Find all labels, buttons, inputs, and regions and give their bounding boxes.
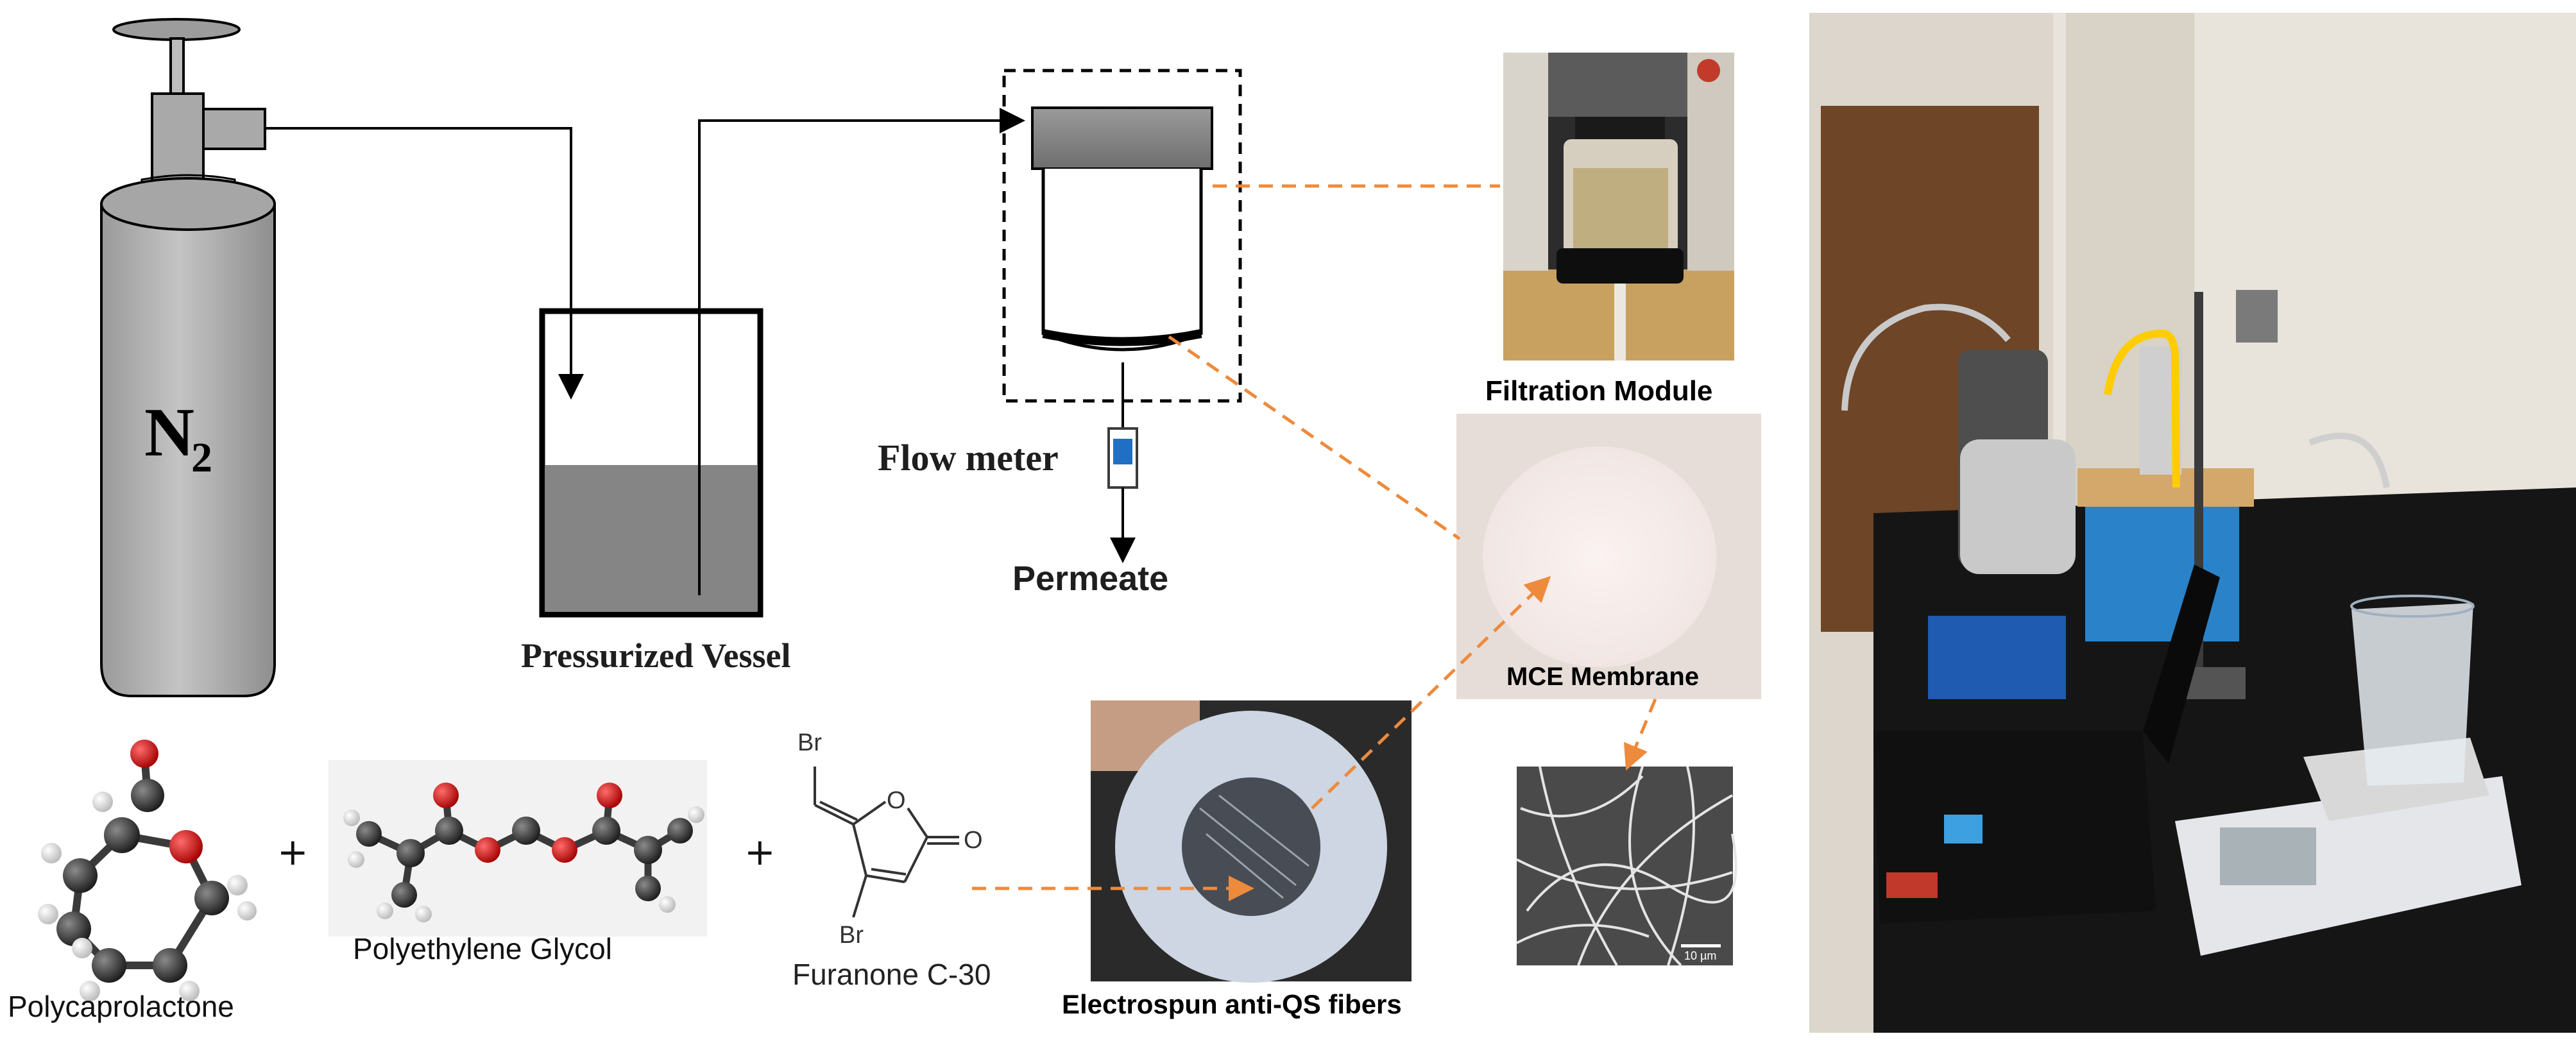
furanone-br-top: Br <box>798 729 822 756</box>
membrane-to-mce-connector <box>1168 335 1461 541</box>
pressurized-vessel-label: Pressurized Vessel <box>521 636 790 675</box>
mce-to-sem-arrow <box>1623 699 1657 771</box>
gas-symbol: N <box>144 394 194 471</box>
vessel-liquid <box>545 465 757 611</box>
furanone-label: Furanone C-30 <box>792 958 991 991</box>
furanone-structure <box>814 767 959 918</box>
cell-lid <box>1031 106 1213 170</box>
cylinder-valve-body <box>151 92 205 185</box>
flow-meter-label: Flow meter <box>878 437 1059 479</box>
peg-label: Polyethylene Glycol <box>353 932 612 965</box>
lab-setup-photo <box>1809 13 2576 1033</box>
filtration-module-photo <box>1503 53 1734 360</box>
cylinder-outlet <box>202 108 266 150</box>
nitrogen-cylinder <box>100 18 276 697</box>
gas-line-arrow <box>265 127 584 400</box>
mce-membrane-label: MCE Membrane <box>1506 663 1699 691</box>
furanone-ring-oxygen: O <box>887 787 906 814</box>
filtration-module-label: Filtration Module <box>1485 375 1712 407</box>
sem-scale-bar-label: 10 µm <box>1684 949 1716 962</box>
electrospun-disc-photo <box>1091 700 1412 983</box>
electrospun-label: Electrospun anti-QS fibers <box>1062 989 1402 1019</box>
peg-model <box>328 760 707 937</box>
cylinder-valve-handle <box>112 18 241 41</box>
polycaprolactone-model <box>38 740 257 1001</box>
furanone-br-bottom: Br <box>839 922 864 949</box>
permeate-label: Permeate <box>1012 559 1168 598</box>
plus-sign-1: + <box>277 830 309 874</box>
filtration-cell <box>1031 106 1213 352</box>
furanone-carbonyl-oxygen: O <box>964 827 983 854</box>
mce-membrane-photo <box>1456 414 1761 699</box>
gas-subscript: 2 <box>191 434 212 481</box>
sem-fiber-image <box>1516 766 1737 967</box>
polycaprolactone-label: Polycaprolactone <box>8 990 234 1023</box>
plus-sign-2: + <box>744 830 776 874</box>
disc-to-mce-arrow <box>1311 576 1551 810</box>
cell-membrane-line <box>1042 329 1202 346</box>
liquid-feed-arrow <box>698 108 1025 595</box>
pressurized-vessel <box>539 308 763 618</box>
flow-meter-device <box>1107 427 1138 489</box>
